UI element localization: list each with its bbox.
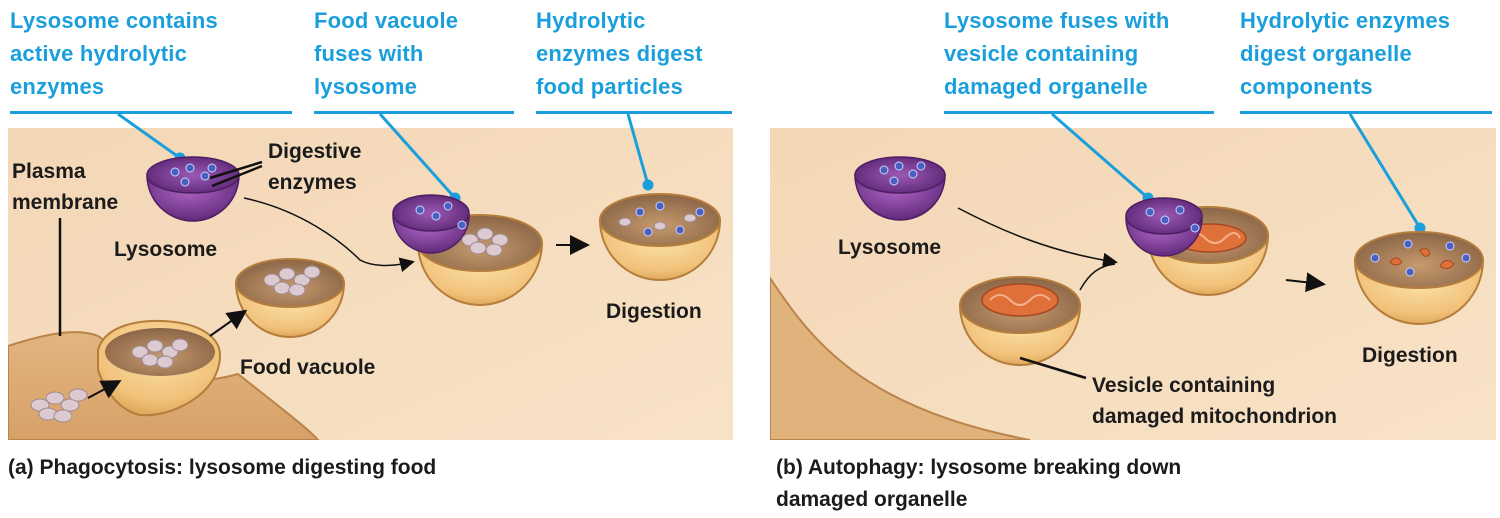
- step-rule: [1240, 111, 1492, 114]
- step-label-enzymes-digest-food: Hydrolytic enzymes digest food particles: [536, 8, 703, 99]
- step-rule: [314, 111, 514, 114]
- food-vacuole: [234, 258, 346, 338]
- food-particles: [30, 388, 88, 423]
- digestion-vacuole-b: [1353, 231, 1485, 325]
- digestion-vacuole-a: [598, 193, 722, 281]
- label-digestion-a: Digestion: [606, 300, 702, 323]
- label-plasma-membrane: Plasma membrane: [12, 160, 119, 214]
- step-rule: [10, 111, 292, 114]
- caption-autophagy: (b) Autophagy: lysosome breaking down da…: [776, 456, 1182, 511]
- forming-food-vacuole: [97, 319, 222, 417]
- label-lysosome-b: Lysosome: [838, 236, 942, 259]
- label-digestion-b: Digestion: [1362, 344, 1458, 367]
- step-label-lysosome-contains-enzymes: Lysosome contains active hydrolytic enzy…: [10, 8, 218, 99]
- label-lysosome-a: Lysosome: [114, 238, 218, 261]
- label-food-vacuole: Food vacuole: [240, 356, 376, 379]
- step-rule: [536, 111, 732, 114]
- lysosome-a: [146, 156, 240, 222]
- label-vesicle-damaged-mitochondrion: Vesicle containing damaged mitochondrion: [1092, 374, 1338, 428]
- vesicle-with-mitochondrion: [958, 276, 1082, 366]
- pointer-dot: [642, 179, 654, 191]
- step-label-enzymes-digest-organelle: Hydrolytic enzymes digest organelle comp…: [1240, 8, 1451, 99]
- fused-lysosome-vesicle: [1125, 197, 1270, 296]
- fused-lysosome-vacuole: [392, 194, 544, 306]
- label-digestive-enzymes: Digestive enzymes: [268, 140, 362, 194]
- step-label-food-vacuole-fuses: Food vacuole fuses with lysosome: [314, 8, 459, 99]
- step-rule: [944, 111, 1214, 114]
- step-label-lysosome-fuses-vesicle: Lysosome fuses with vesicle containing d…: [944, 8, 1170, 99]
- pointer-dot: [1414, 222, 1426, 234]
- lysosome-b: [854, 156, 946, 221]
- caption-phagocytosis: (a) Phagocytosis: lysosome digesting foo…: [8, 456, 437, 479]
